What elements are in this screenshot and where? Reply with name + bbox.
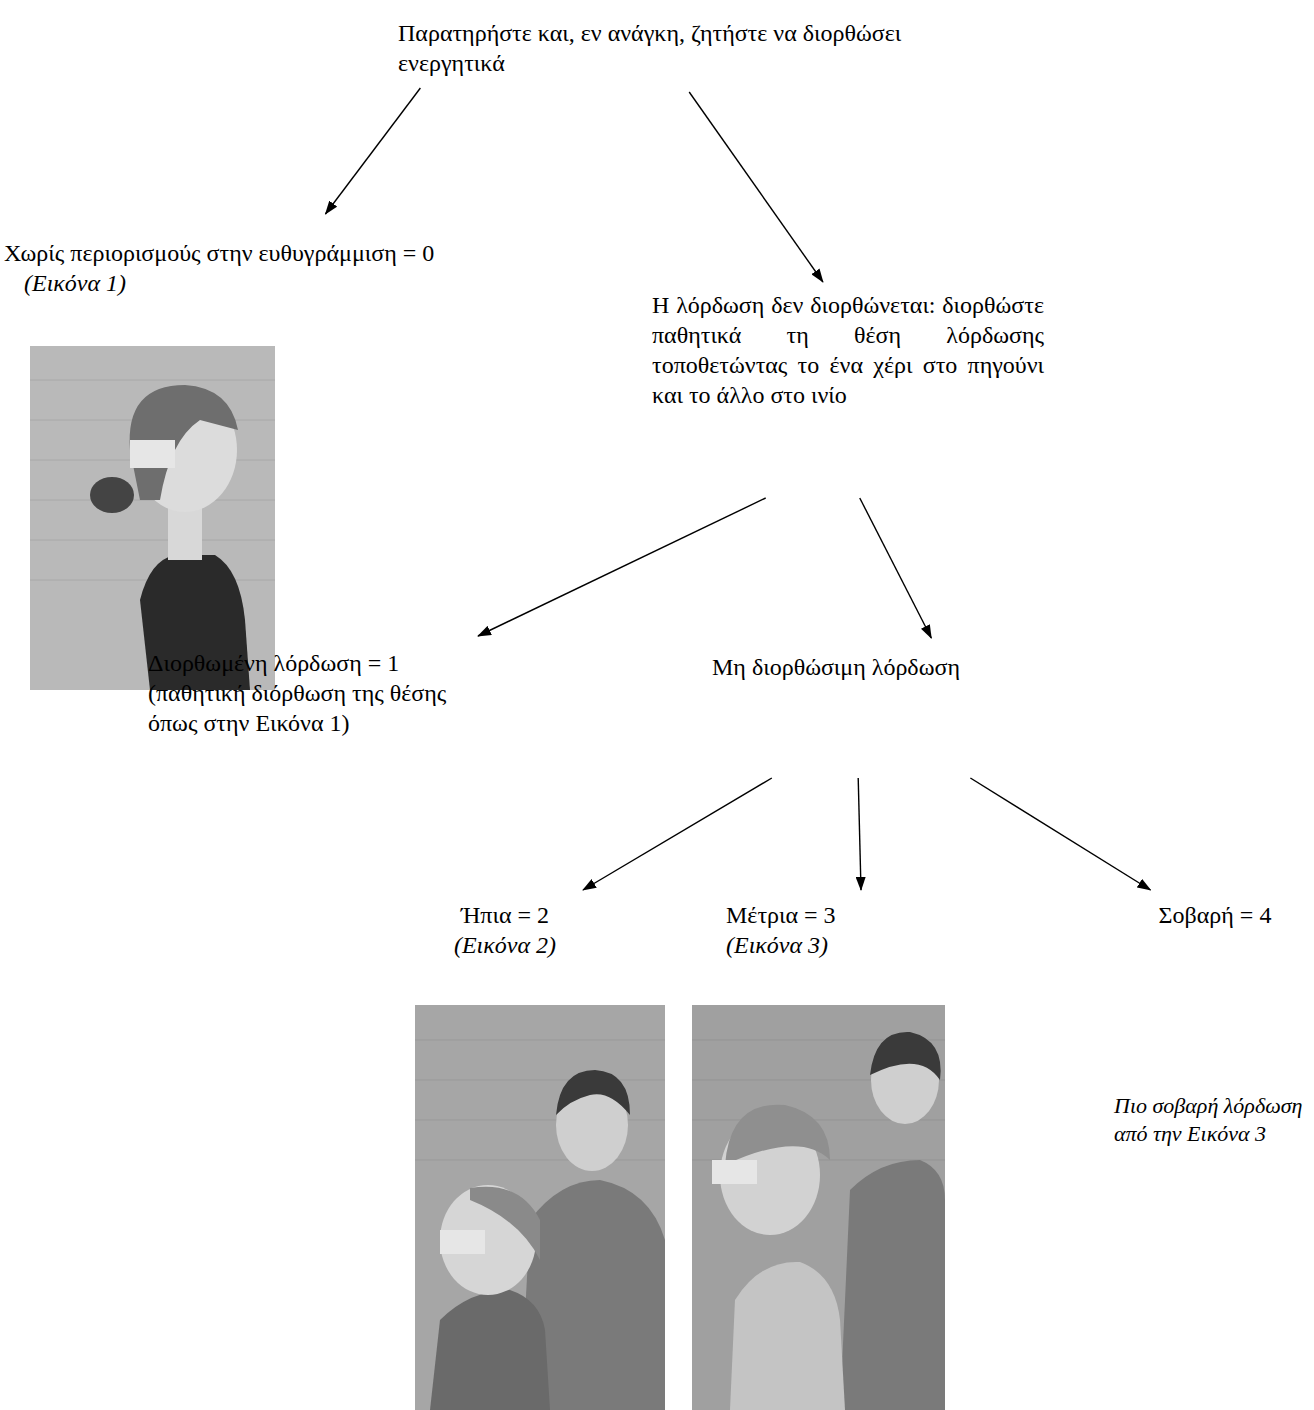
photo-moderate-lordosis [692, 1005, 945, 1410]
flow-arrow [970, 778, 1150, 890]
instruction-text: Η λόρδωση δεν διορθώνεται: διορθώστε παθ… [652, 290, 1044, 410]
flow-arrow [583, 778, 772, 890]
flow-step: Παρατηρήστε και, εν ανάγκη, ζητήστε να δ… [398, 18, 958, 78]
flow-arrow [325, 88, 420, 214]
figure-reference: (Εικόνα 3) [726, 930, 876, 960]
score-text: Ήπια = 2 [430, 900, 580, 930]
flow-step: Σοβαρή = 4 [1140, 900, 1290, 930]
photo-upright-posture [30, 346, 275, 690]
figure-reference: (Εικόνα 2) [430, 930, 580, 960]
score-text: Μέτρια = 3 [726, 900, 876, 930]
flow-step: Η λόρδωση δεν διορθώνεται: διορθώστε παθ… [652, 290, 1044, 410]
outcome-text: Χωρίς περιορισμούς στην ευθυγράμμιση = 0 [4, 238, 614, 268]
flow-step: Ήπια = 2(Εικόνα 2) [430, 900, 580, 960]
flow-step: Διορθωμένη λόρδωση = 1(παθητική διόρθωση… [148, 648, 478, 738]
flow-step: Χωρίς περιορισμούς στην ευθυγράμμιση = 0… [4, 238, 614, 298]
flow-step: Μέτρια = 3(Εικόνα 3) [726, 900, 876, 960]
flow-arrow [689, 92, 823, 282]
flow-arrow [478, 498, 766, 636]
flow-arrow [858, 778, 861, 890]
figure-reference: (Εικόνα 1) [4, 268, 614, 298]
outcome-note: (παθητική διόρθωση της θέσης όπως στην Ε… [148, 678, 478, 738]
instruction-text: Παρατηρήστε και, εν ανάγκη, ζητήστε να δ… [398, 18, 958, 78]
photo-mild-lordosis [415, 1005, 665, 1410]
outcome-text: Μη διορθώσιμη λόρδωση [712, 652, 1052, 682]
outcome-text: Διορθωμένη λόρδωση = 1 [148, 648, 478, 678]
side-note: Πιο σοβαρή λόρδωση από την Εικόνα 3 [1114, 1092, 1310, 1147]
flow-arrow [860, 498, 932, 638]
score-text: Σοβαρή = 4 [1140, 900, 1290, 930]
flow-step: Μη διορθώσιμη λόρδωση [712, 652, 1052, 682]
